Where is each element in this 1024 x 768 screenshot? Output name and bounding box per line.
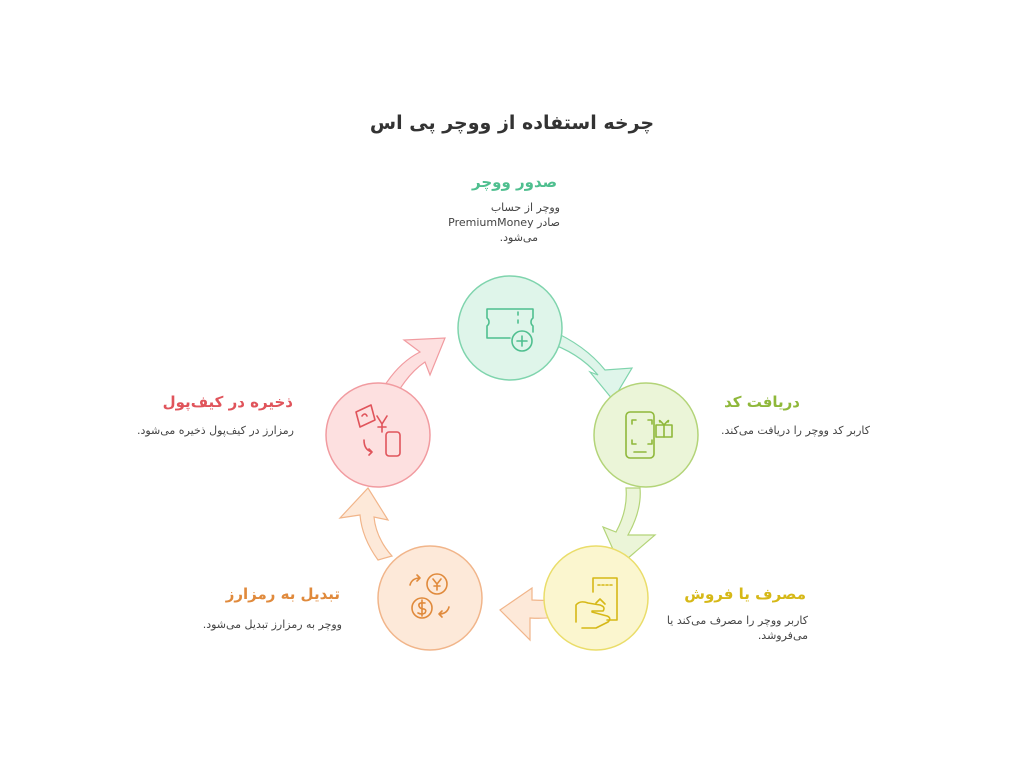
step-circle-convert — [377, 545, 483, 651]
step-desc-receive: کاربر کد ووچر را دریافت می‌کند. — [721, 423, 870, 438]
arrow-receive-to-spend — [601, 487, 657, 566]
step-circle-issue — [457, 275, 563, 381]
arrow-store-to-issue — [384, 337, 446, 393]
step-desc-receive-line: کاربر کد ووچر را دریافت می‌کند. — [721, 424, 870, 437]
yen-phone-icon — [355, 404, 401, 457]
diagram-title: چرخه استفاده از ووچر پی اس — [369, 112, 655, 134]
step-desc-convert-line: ووچر به رمزارز تبدیل می‌شود. — [202, 618, 342, 631]
step-desc-issue-line: صادر PremiumMoney — [448, 216, 560, 229]
step-title-spend: مصرف یا فروش — [684, 585, 806, 603]
step-desc-issue-line: ووچر از حساب — [490, 201, 560, 214]
step-title-store: ذخیره در کیف‌پول — [162, 393, 293, 411]
step-desc-spend: کاربر ووچر را مصرف می‌کند یا می‌فروشد. — [667, 613, 808, 643]
currency-exchange-icon — [409, 573, 450, 619]
step-desc-spend-line: کاربر ووچر را مصرف می‌کند یا — [666, 614, 808, 627]
step-desc-issue-line: می‌شود. — [499, 231, 538, 244]
step-circle-spend — [543, 545, 649, 651]
step-desc-store-line: رمزارز در کیف‌پول ذخیره می‌شود. — [136, 424, 294, 437]
step-desc-store: رمزارز در کیف‌پول ذخیره می‌شود. — [137, 423, 294, 438]
step-desc-convert: ووچر به رمزارز تبدیل می‌شود. — [203, 617, 342, 632]
step-circle-receive — [593, 382, 699, 488]
hand-receipt-icon — [575, 577, 618, 629]
step-circle-store — [325, 382, 431, 488]
phone-gift-icon — [625, 411, 673, 459]
step-title-convert: تبدیل به رمزارز — [225, 585, 340, 603]
step-title-receive: دریافت کد — [724, 393, 800, 411]
step-desc-issue: ووچر از حساب صادر PremiumMoney می‌شود. — [448, 200, 560, 245]
ticket-plus-icon — [486, 308, 534, 352]
step-title-issue: صدور ووچر — [472, 173, 558, 191]
step-desc-spend-line: می‌فروشد. — [757, 629, 808, 642]
arrow-convert-to-store — [338, 487, 394, 561]
